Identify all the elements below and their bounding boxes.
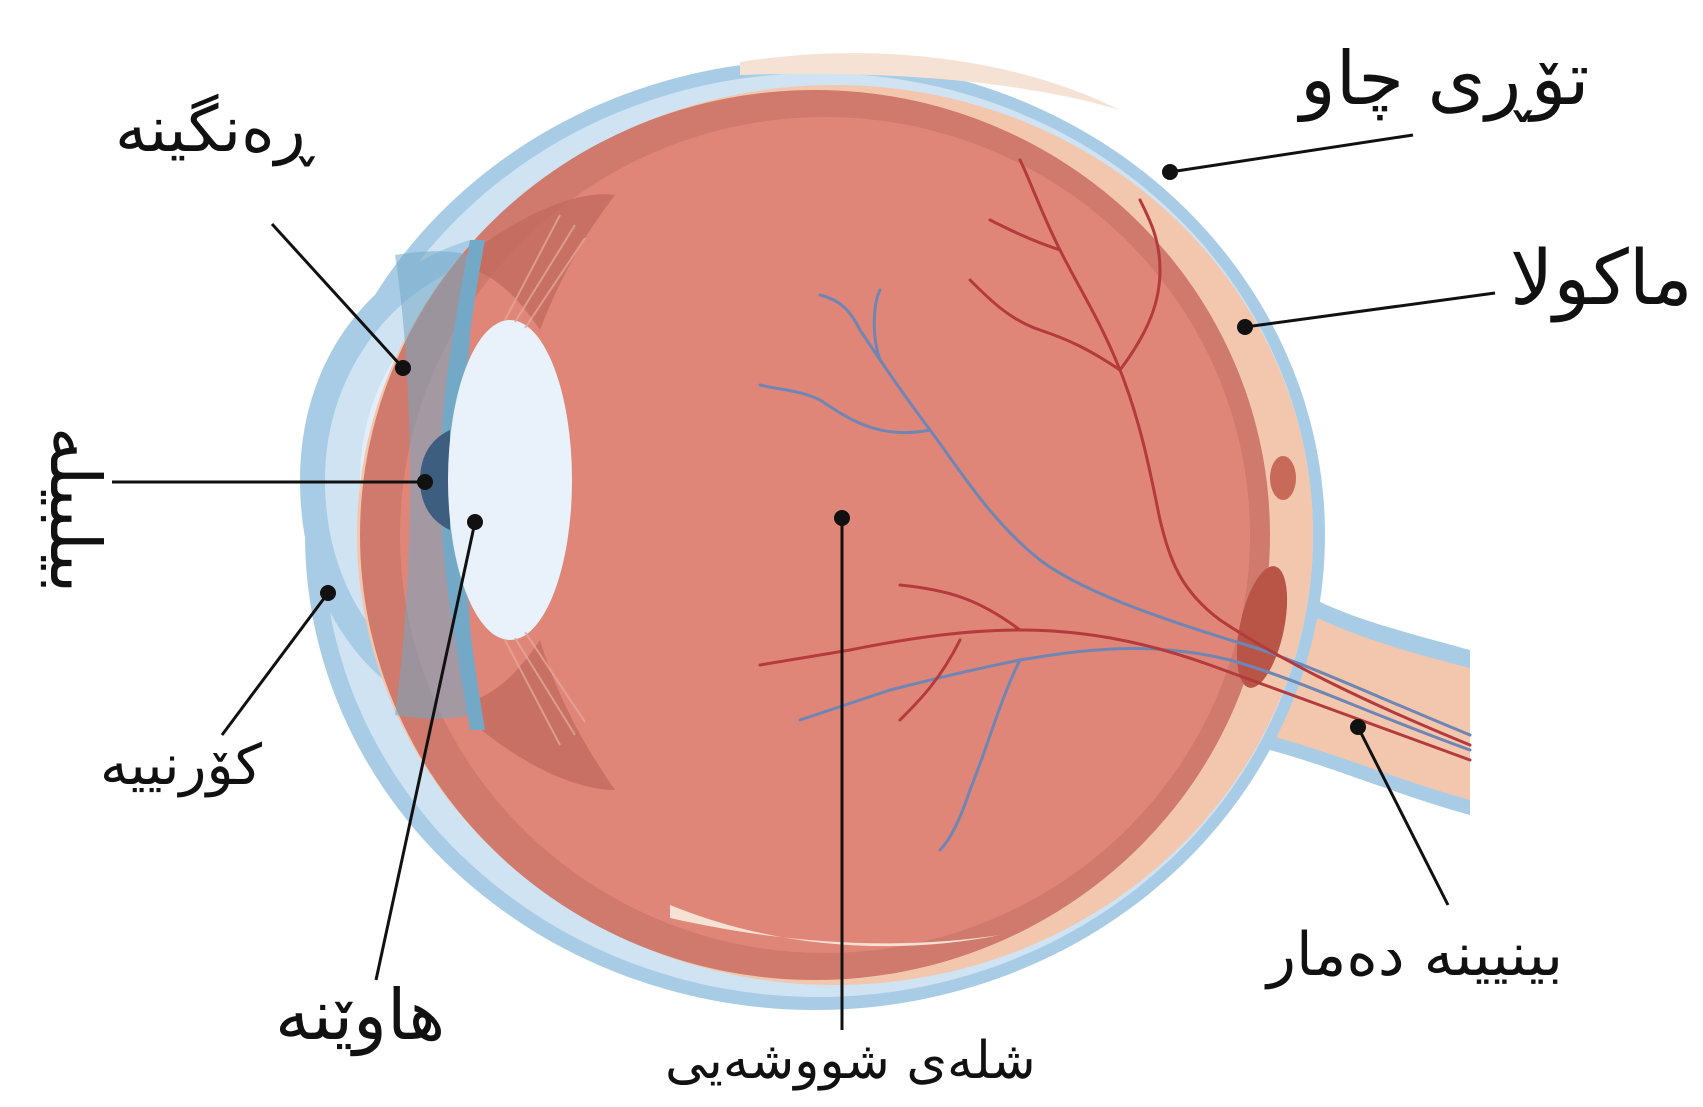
leader-dot-cornea [320,585,336,601]
label-macula: ماکولا [1510,240,1693,316]
leader-dot-lens [467,514,483,530]
lens-shape [448,320,572,640]
label-lens: هاوێنە [275,980,445,1050]
leader-line-retina [1170,135,1413,172]
leader-dot-vitreous [834,510,850,526]
leader-dot-iris [395,360,411,376]
label-iris: ڕەنگینە [115,98,314,162]
label-retina: تۆڕی چاو [1300,42,1589,116]
leader-dot-optic-nerve [1350,719,1366,735]
leader-dot-retina [1162,164,1178,180]
label-cornea: کۆرنییە [100,738,262,794]
label-vitreous-humor: شلەی شووشەیی [665,1035,1036,1087]
leader-line-macula [1245,293,1495,327]
fovea-bump [1270,456,1296,500]
label-pupil: بیلبیلە [40,427,110,594]
leader-dot-macula [1237,319,1253,335]
leader-dot-pupil [417,474,433,490]
leader-line-cornea [222,593,328,735]
label-optic-nerve: بینیینە دەمار [1267,925,1563,985]
